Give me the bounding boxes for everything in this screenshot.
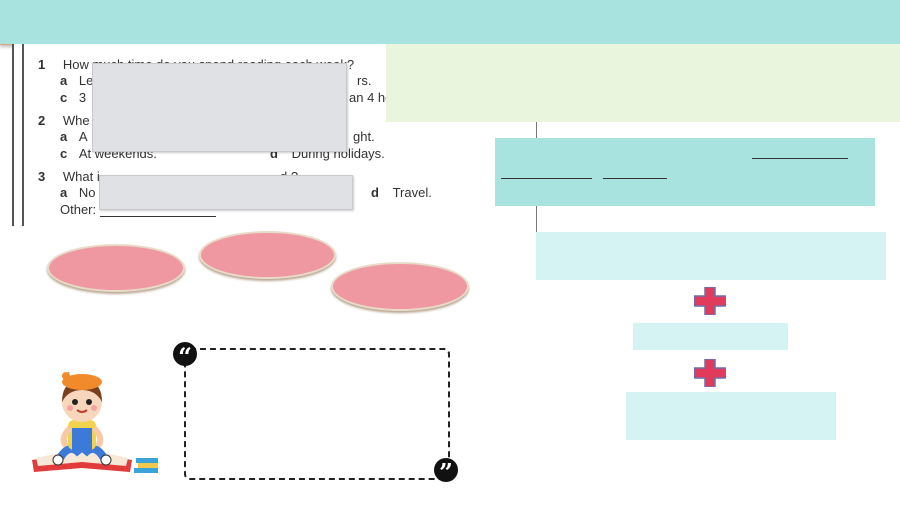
question-text: What i xyxy=(62,169,100,184)
option-letter: a xyxy=(60,185,68,200)
answer-oval-1[interactable] xyxy=(47,244,185,292)
option-text: No xyxy=(78,185,96,200)
question-1-option-d-end: an 4 ho xyxy=(349,90,393,105)
option-letter: a xyxy=(60,129,68,144)
title-bar xyxy=(0,0,900,45)
other-label: Other: xyxy=(60,202,97,217)
formula-box-3[interactable] xyxy=(626,392,836,440)
option-text: A xyxy=(78,129,88,144)
option-letter: c xyxy=(60,146,68,161)
question-1-option-a: a Le xyxy=(60,73,93,88)
plus-icon xyxy=(693,358,727,388)
question-number: 3 xyxy=(38,169,46,184)
question-1-option-c: c 3 xyxy=(60,90,86,105)
girl-reading-illustration xyxy=(30,369,160,478)
other-answer-line xyxy=(100,216,217,217)
worksheet-left-border-inner xyxy=(22,44,24,226)
answer-blank-2 xyxy=(501,178,592,179)
option-letter: d xyxy=(371,185,379,200)
question-text: Whe xyxy=(62,113,90,128)
answer-blank-3 xyxy=(603,178,667,179)
option-letter: d xyxy=(270,146,278,161)
option-letter: c xyxy=(60,90,68,105)
question-3-other: Other: xyxy=(60,202,217,217)
question-number: 1 xyxy=(38,57,46,72)
fill-in-box[interactable] xyxy=(495,138,875,206)
answer-oval-3[interactable] xyxy=(331,262,469,311)
cover-box-top[interactable] xyxy=(92,63,347,152)
question-3-option-a: a No xyxy=(60,185,95,200)
plus-icon xyxy=(693,286,727,316)
instruction-box xyxy=(386,44,900,122)
option-letter: a xyxy=(60,73,68,88)
formula-box-2[interactable] xyxy=(633,323,788,350)
worksheet-left-border xyxy=(12,44,14,226)
open-quote-icon: “ xyxy=(173,342,197,371)
question-2: 2 Whe xyxy=(38,113,90,128)
question-2-option-a: a A xyxy=(60,129,88,144)
cover-box-bottom[interactable] xyxy=(99,175,353,210)
formula-box-1[interactable] xyxy=(536,232,886,280)
option-text: Travel. xyxy=(392,185,432,200)
quote-frame[interactable] xyxy=(184,348,450,480)
question-number: 2 xyxy=(38,113,46,128)
question-1-option-b-end: rs. xyxy=(357,73,372,88)
close-quote-icon: ” xyxy=(434,458,458,487)
answer-blank-1 xyxy=(752,158,848,159)
question-3: 3 What i xyxy=(38,169,100,184)
option-text: 3 xyxy=(78,90,87,105)
option-text: Le xyxy=(78,73,94,88)
question-3-option-d: d Travel. xyxy=(371,185,432,200)
answer-oval-2[interactable] xyxy=(199,231,336,279)
question-2-option-b-end: ght. xyxy=(353,129,375,144)
